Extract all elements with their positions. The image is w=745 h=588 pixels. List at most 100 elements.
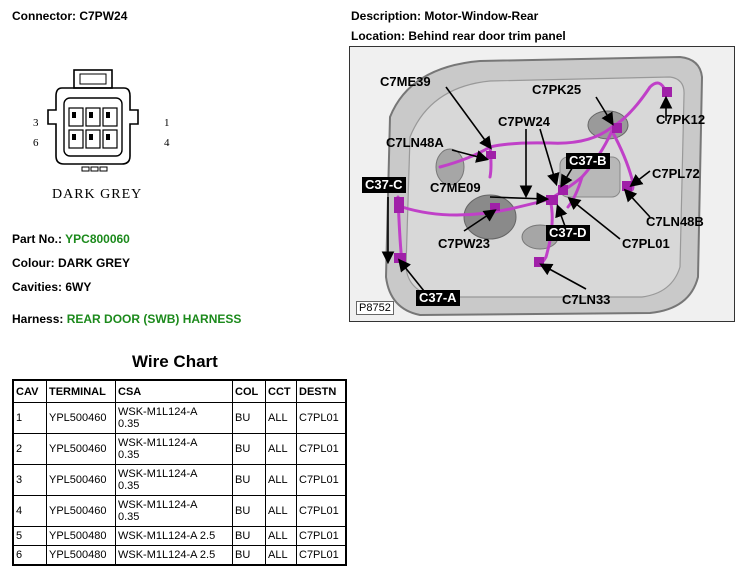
part-no-value: YPC800060 (65, 232, 130, 246)
cell-csa-line2: 0.35 (118, 449, 140, 461)
colour-line: Colour: DARK GREY (12, 256, 130, 270)
cell-csa-line1: WSK-M1L124-A (118, 499, 198, 511)
cell-terminal: YPL500460 (46, 464, 116, 496)
pin-label-1: 1 (164, 117, 170, 129)
cell-terminal: YPL500460 (46, 495, 116, 527)
cell-cav: 1 (12, 402, 47, 434)
pin-label-3: 3 (33, 117, 39, 129)
connector-colour-caption: DARK GREY (52, 187, 143, 202)
table-row: 5 YPL500480 WSK-M1L124-A 2.5 BU ALL C7PL… (12, 526, 347, 546)
cell-csa-line2: 0.35 (118, 511, 140, 523)
photo-label-c7pk25: C7PK25 (532, 82, 582, 97)
cell-terminal: YPL500480 (46, 526, 116, 546)
cell-col: BU (232, 464, 266, 496)
photo-label-c7me09: C7ME09 (430, 180, 481, 195)
description-label: Description: (351, 9, 422, 23)
photo-label-c7pl01: C7PL01 (622, 236, 670, 251)
cell-cct: ALL (265, 402, 297, 434)
colour-value: DARK GREY (58, 256, 131, 270)
connector-heading: Connector: C7PW24 (12, 9, 127, 23)
photo-label-c7ln33: C7LN33 (562, 292, 611, 307)
pin-label-4: 4 (164, 137, 170, 149)
cell-destn: C7PL01 (296, 464, 347, 496)
cell-cav: 6 (12, 545, 47, 566)
part-no-line: Part No.: YPC800060 (12, 232, 130, 246)
photo-label-c7pw23: C7PW23 (438, 236, 491, 251)
cell-cav: 2 (12, 433, 47, 465)
part-no-label: Part No.: (12, 232, 63, 246)
photo-label-c7me39: C7ME39 (380, 74, 431, 89)
photo-label-c7pk12: C7PK12 (656, 112, 706, 127)
cell-terminal: YPL500480 (46, 545, 116, 566)
col-header-destn: DESTN (296, 379, 347, 403)
cell-terminal: YPL500460 (46, 433, 116, 465)
cell-col: BU (232, 526, 266, 546)
cavities-line: Cavities: 6WY (12, 280, 91, 294)
cell-destn: C7PL01 (296, 545, 347, 566)
cell-csa-line2: 0.35 (118, 480, 140, 492)
photo-label-c37-d: C37-D (546, 225, 590, 241)
harness-line: Harness: REAR DOOR (SWB) HARNESS (12, 312, 241, 326)
cell-cct: ALL (265, 495, 297, 527)
connector-value: C7PW24 (79, 9, 128, 23)
photo-reference: P8752 (356, 301, 394, 315)
location-label: Location: (351, 29, 405, 43)
colour-label: Colour: (12, 256, 55, 270)
photo-label-c37-b: C37-B (566, 153, 610, 169)
photo-label-c7ln48a: C7LN48A (386, 135, 444, 150)
cell-col: BU (232, 545, 266, 566)
cell-cct: ALL (265, 464, 297, 496)
location-value: Behind rear door trim panel (408, 29, 566, 43)
col-header-cct: CCT (265, 379, 297, 403)
cell-csa: WSK-M1L124-A 2.5 (115, 545, 233, 566)
wire-chart-title: Wire Chart (132, 352, 218, 371)
harness-value: REAR DOOR (SWB) HARNESS (66, 312, 242, 326)
cell-col: BU (232, 402, 266, 434)
table-row: 6 YPL500480 WSK-M1L124-A 2.5 BU ALL C7PL… (12, 545, 347, 566)
cell-cct: ALL (265, 545, 297, 566)
cell-col: BU (232, 495, 266, 527)
photo-label-c37-c: C37-C (362, 177, 406, 193)
col-header-terminal: TERMINAL (46, 379, 116, 403)
cell-cct: ALL (265, 526, 297, 546)
photo-label-c7pw24: C7PW24 (498, 114, 551, 129)
cell-csa: WSK-M1L124-A 2.5 (115, 526, 233, 546)
col-header-cav: CAV (12, 379, 47, 403)
description-line: Description: Motor-Window-Rear (351, 9, 538, 23)
cell-cav: 4 (12, 495, 47, 527)
cell-cct: ALL (265, 433, 297, 465)
cavities-value: 6WY (65, 280, 92, 294)
photo-label-c37-a: C37-A (416, 290, 460, 306)
wire-chart-table: CAV TERMINAL CSA COL CCT DESTN 1 YPL5004… (12, 379, 347, 566)
cell-csa-line2: 0.35 (118, 418, 140, 430)
cell-cav: 3 (12, 464, 47, 496)
location-line: Location: Behind rear door trim panel (351, 29, 566, 43)
col-header-csa: CSA (115, 379, 233, 403)
cell-destn: C7PL01 (296, 402, 347, 434)
location-photo: C7ME39 C7PK25 C7PK12 C7PW24 C7LN48A C37-… (349, 46, 735, 322)
description-value: Motor-Window-Rear (424, 9, 539, 23)
cell-cav: 5 (12, 526, 47, 546)
cell-destn: C7PL01 (296, 433, 347, 465)
pin-label-6: 6 (33, 137, 39, 149)
connector-label: Connector: (12, 9, 76, 23)
cell-terminal: YPL500460 (46, 402, 116, 434)
photo-label-c7pl72: C7PL72 (652, 166, 700, 181)
cell-csa-line1: WSK-M1L124-A (118, 468, 198, 480)
door-illustration (381, 55, 704, 317)
harness-label: Harness: (12, 312, 64, 326)
cell-destn: C7PL01 (296, 526, 347, 546)
cell-col: BU (232, 433, 266, 465)
cavities-label: Cavities: (12, 280, 63, 294)
photo-label-c7ln48b: C7LN48B (646, 214, 704, 229)
cell-destn: C7PL01 (296, 495, 347, 527)
connector-face-diagram (47, 69, 139, 172)
cell-csa-line1: WSK-M1L124-A (118, 406, 198, 418)
